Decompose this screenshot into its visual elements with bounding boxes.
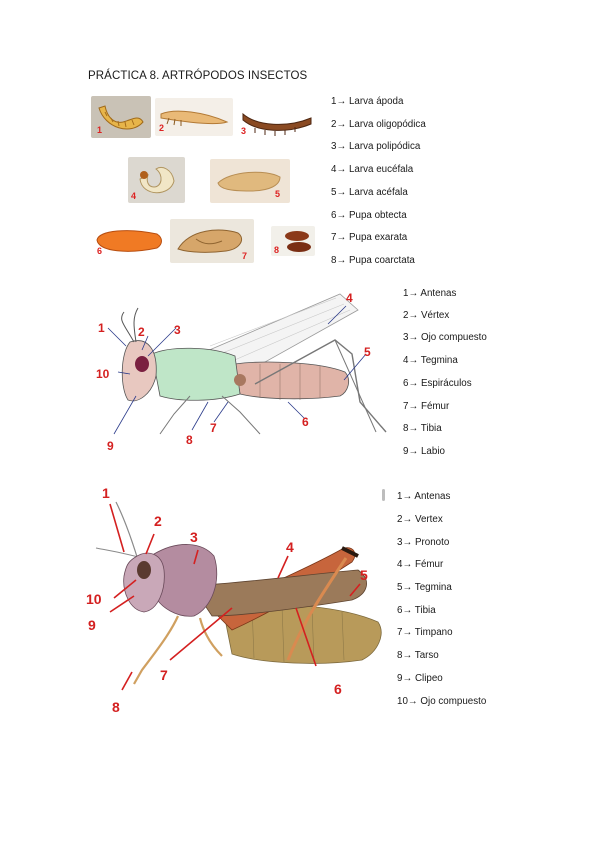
photo-callout: 1 bbox=[102, 485, 110, 501]
legend-item: 7→ Fémur bbox=[403, 401, 450, 412]
legend-item: 3→ Ojo compuesto bbox=[403, 332, 487, 343]
diagram-callout: 3 bbox=[174, 323, 181, 337]
thumb-pupa-exarata: 7 bbox=[170, 219, 254, 263]
photo-callout: 2 bbox=[154, 513, 162, 529]
thumb-number: 3 bbox=[241, 126, 247, 136]
diagram-callout: 1 bbox=[98, 321, 105, 335]
photo-callout: 9 bbox=[88, 617, 96, 633]
thumb-number: 8 bbox=[274, 245, 280, 255]
diagram-callout: 2 bbox=[138, 325, 145, 339]
legend-item: 4→ Larva eucéfala bbox=[331, 164, 414, 175]
legend-item: 8→ Tibia bbox=[403, 423, 442, 434]
legend-item: 5→ Larva acéfala bbox=[331, 187, 408, 198]
pupa-exarata-image bbox=[177, 229, 242, 253]
legend-item: 5→ Tegmina bbox=[397, 582, 452, 593]
larva-apoda-image bbox=[98, 105, 144, 130]
thumb-larva-eucefala: 4 bbox=[128, 157, 185, 203]
legend-item: 2→ Vertex bbox=[397, 514, 443, 525]
thumb-number: 6 bbox=[97, 246, 103, 256]
diagram-callout: 5 bbox=[364, 345, 371, 359]
thumb-number: 7 bbox=[242, 251, 248, 261]
legend-item: 1→ Larva ápoda bbox=[331, 96, 404, 107]
legend-item: 4→ Fémur bbox=[397, 559, 444, 570]
thumb-larva-polipodica: 3 bbox=[237, 104, 317, 138]
larva-acefala-image bbox=[217, 171, 281, 192]
thumb-larva-oligopodica: 2 bbox=[155, 98, 233, 136]
thumb-pupa-coarctata: 8 bbox=[271, 226, 315, 256]
grasshopper-diagram: 1 2 3 4 5 6 7 8 9 10 bbox=[96, 291, 387, 453]
legend-item: 7→ Timpano bbox=[397, 627, 453, 638]
larva-polipodica-image bbox=[242, 112, 312, 136]
thumb-number: 4 bbox=[131, 191, 137, 201]
pupa-coarctata-image bbox=[285, 231, 311, 252]
photo-callout: 7 bbox=[160, 667, 168, 683]
legend-item: 6→ Pupa obtecta bbox=[331, 210, 407, 221]
diagram-callout: 9 bbox=[107, 439, 114, 453]
legend-item: 6→ Tibia bbox=[397, 605, 436, 616]
thumb-number: 5 bbox=[275, 189, 281, 199]
photo-callout: 6 bbox=[334, 681, 342, 697]
scroll-marker bbox=[382, 489, 385, 501]
larva-eucefala-image bbox=[139, 167, 175, 194]
legend-item: 3→ Larva polipódica bbox=[331, 141, 421, 152]
photo-callout: 3 bbox=[190, 529, 198, 545]
thumb-larva-apoda: 1 bbox=[91, 96, 151, 138]
legend-item: 8→ Tarso bbox=[397, 650, 439, 661]
diagram-callout: 7 bbox=[210, 421, 217, 435]
legend-item: 1→ Antenas bbox=[397, 491, 451, 502]
legend-item: 2→ Vértex bbox=[403, 310, 450, 321]
pupa-obtecta-image bbox=[96, 230, 162, 252]
legend-item: 1→ Antenas bbox=[403, 288, 457, 299]
legend-item: 9→ Labio bbox=[403, 446, 445, 457]
legend-item: 6→ Espiráculos bbox=[403, 378, 472, 389]
legend-item: 2→ Larva oligopódica bbox=[331, 119, 426, 130]
legend-item: 4→ Tegmina bbox=[403, 355, 458, 366]
diagram-callout: 4 bbox=[346, 291, 353, 305]
diagram-callout: 8 bbox=[186, 433, 193, 447]
larva-oligopodica-image bbox=[160, 110, 229, 126]
photo-callout: 8 bbox=[112, 699, 120, 714]
legend-item: 7→ Pupa exarata bbox=[331, 232, 408, 243]
page-title: PRÁCTICA 8. ARTRÓPODOS INSECTOS bbox=[88, 70, 308, 82]
diagram-callout: 6 bbox=[302, 415, 309, 429]
grasshopper-photo: 1 2 3 4 5 6 7 8 9 10 bbox=[86, 485, 382, 714]
thumb-number: 2 bbox=[159, 123, 165, 133]
photo-callout: 4 bbox=[286, 539, 294, 555]
thumb-number: 1 bbox=[97, 125, 103, 135]
diagram-callout: 10 bbox=[96, 367, 110, 381]
legend-item: 9→ Clipeo bbox=[397, 673, 443, 684]
thumb-larva-acefala: 5 bbox=[210, 159, 290, 203]
photo-callout: 10 bbox=[86, 591, 102, 607]
photo-callout: 5 bbox=[360, 567, 368, 583]
legend-item: 8→ Pupa coarctata bbox=[331, 255, 415, 266]
legend-item: 3→ Pronoto bbox=[397, 537, 450, 548]
legend-item: 10→ Ojo compuesto bbox=[397, 696, 487, 707]
thumb-pupa-obtecta: 6 bbox=[93, 224, 165, 258]
